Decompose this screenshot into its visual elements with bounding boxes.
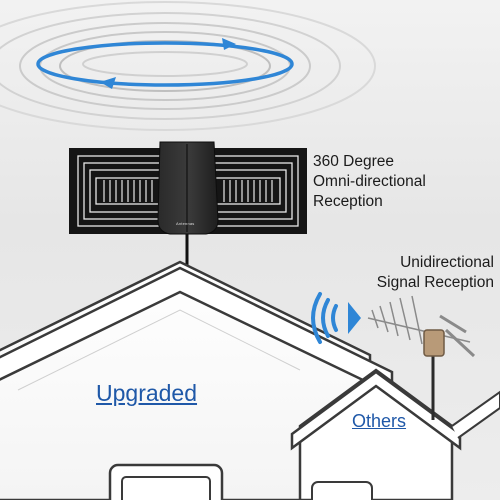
others-house-label: Others <box>352 411 407 431</box>
uni-caption-line-1: Unidirectional <box>400 254 494 271</box>
others-house <box>290 352 500 500</box>
flat-antenna-panel <box>69 141 307 300</box>
omni-caption-line-1: 360 Degree <box>313 153 395 170</box>
unidirectional-caption: Unidirectional Signal Reception <box>349 253 494 293</box>
upgraded-house-label: Upgraded <box>96 380 198 406</box>
omni-caption-line-2: Omni-directional <box>313 173 426 190</box>
wifi-signal-icon <box>311 292 361 344</box>
yagi-antenna <box>367 295 476 358</box>
omni-caption-line-3: Reception <box>313 193 383 210</box>
omni-directional-caption: 360 Degree Omni-directional Reception <box>313 152 426 212</box>
omni-signal-rings-icon <box>0 1 376 131</box>
uni-caption-line-2: Signal Reception <box>376 274 494 291</box>
brand-logo: Antennas <box>176 221 195 226</box>
